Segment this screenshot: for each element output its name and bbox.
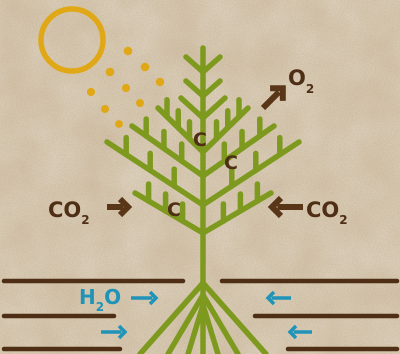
carbon-label-2: C xyxy=(224,152,238,174)
oxygen-subscript: 2 xyxy=(306,82,314,96)
sun-ray-dot xyxy=(115,120,123,128)
sun-ring xyxy=(38,6,106,74)
sun-ray-dot xyxy=(136,99,144,107)
water-input: H2O xyxy=(79,285,312,340)
water-oxygen: O xyxy=(104,285,121,309)
arrow-head xyxy=(270,85,286,101)
arrow-shape xyxy=(287,324,312,340)
co2-right-subscript: 2 xyxy=(339,213,347,227)
arrow-left-icon xyxy=(267,195,303,219)
arrow-shape xyxy=(260,85,286,111)
tree-root xyxy=(185,302,206,354)
sun-ray-dot xyxy=(155,77,165,87)
co2-label-right: CO2 xyxy=(306,198,348,227)
sun-icon xyxy=(38,6,165,128)
tree-branch xyxy=(104,139,206,208)
arrow-shape xyxy=(131,290,159,306)
tree-chevron xyxy=(200,78,223,99)
carbon-label-3: C xyxy=(167,199,181,221)
arrow-head xyxy=(267,195,284,219)
water-subscript: 2 xyxy=(96,300,104,314)
sun-ray-dot xyxy=(105,67,115,77)
arrow-head xyxy=(265,290,276,306)
co2-right-symbol: CO xyxy=(306,198,339,222)
tree-chevron xyxy=(200,95,228,121)
sun-ray-dot xyxy=(121,83,131,93)
tree-root xyxy=(200,280,269,354)
tree-chevron xyxy=(178,95,206,121)
tree-chevron xyxy=(183,54,206,75)
arrow-up-right-icon xyxy=(260,85,286,111)
oxygen-output: O2 xyxy=(260,66,314,111)
arrow-shape xyxy=(267,195,303,219)
co2-label-left: CO2 xyxy=(48,198,90,227)
oxygen-label: O2 xyxy=(288,66,314,96)
co2-input-left: CO2 xyxy=(48,196,133,227)
arrow-shape xyxy=(101,324,128,340)
water-arrows xyxy=(101,290,312,340)
sun-ray-dot xyxy=(86,87,96,97)
arrow-shaft xyxy=(260,89,282,111)
tree-chevron xyxy=(183,78,206,99)
tree-root xyxy=(137,280,206,354)
water-label: H2O xyxy=(79,285,121,314)
sun-ray-dot xyxy=(123,46,133,56)
co2-input-right: CO2 xyxy=(267,195,348,227)
arrow-right-icon xyxy=(107,196,133,218)
tree-root xyxy=(165,292,206,354)
arrow-head xyxy=(117,324,128,340)
arrow-head xyxy=(117,196,133,218)
ground-lines xyxy=(1,278,400,352)
sun-rays xyxy=(86,46,165,128)
arrow-head xyxy=(287,324,298,340)
sun-ray-dot xyxy=(101,105,109,113)
carbon-label-1: C xyxy=(193,129,207,151)
tree-branch xyxy=(200,139,302,208)
tree-chevron xyxy=(200,54,223,75)
oxygen-symbol: O xyxy=(288,66,306,90)
tree-root xyxy=(200,292,241,354)
arrow-shape xyxy=(107,196,133,218)
arrow-head xyxy=(148,290,159,306)
tree-icon xyxy=(104,45,302,354)
tree-root xyxy=(200,302,221,354)
arrow-shape xyxy=(265,290,291,306)
water-hydrogen: H xyxy=(79,285,96,309)
sun-ray-dot xyxy=(140,62,150,72)
co2-left-symbol: CO xyxy=(48,198,81,222)
co2-left-subscript: 2 xyxy=(81,213,89,227)
